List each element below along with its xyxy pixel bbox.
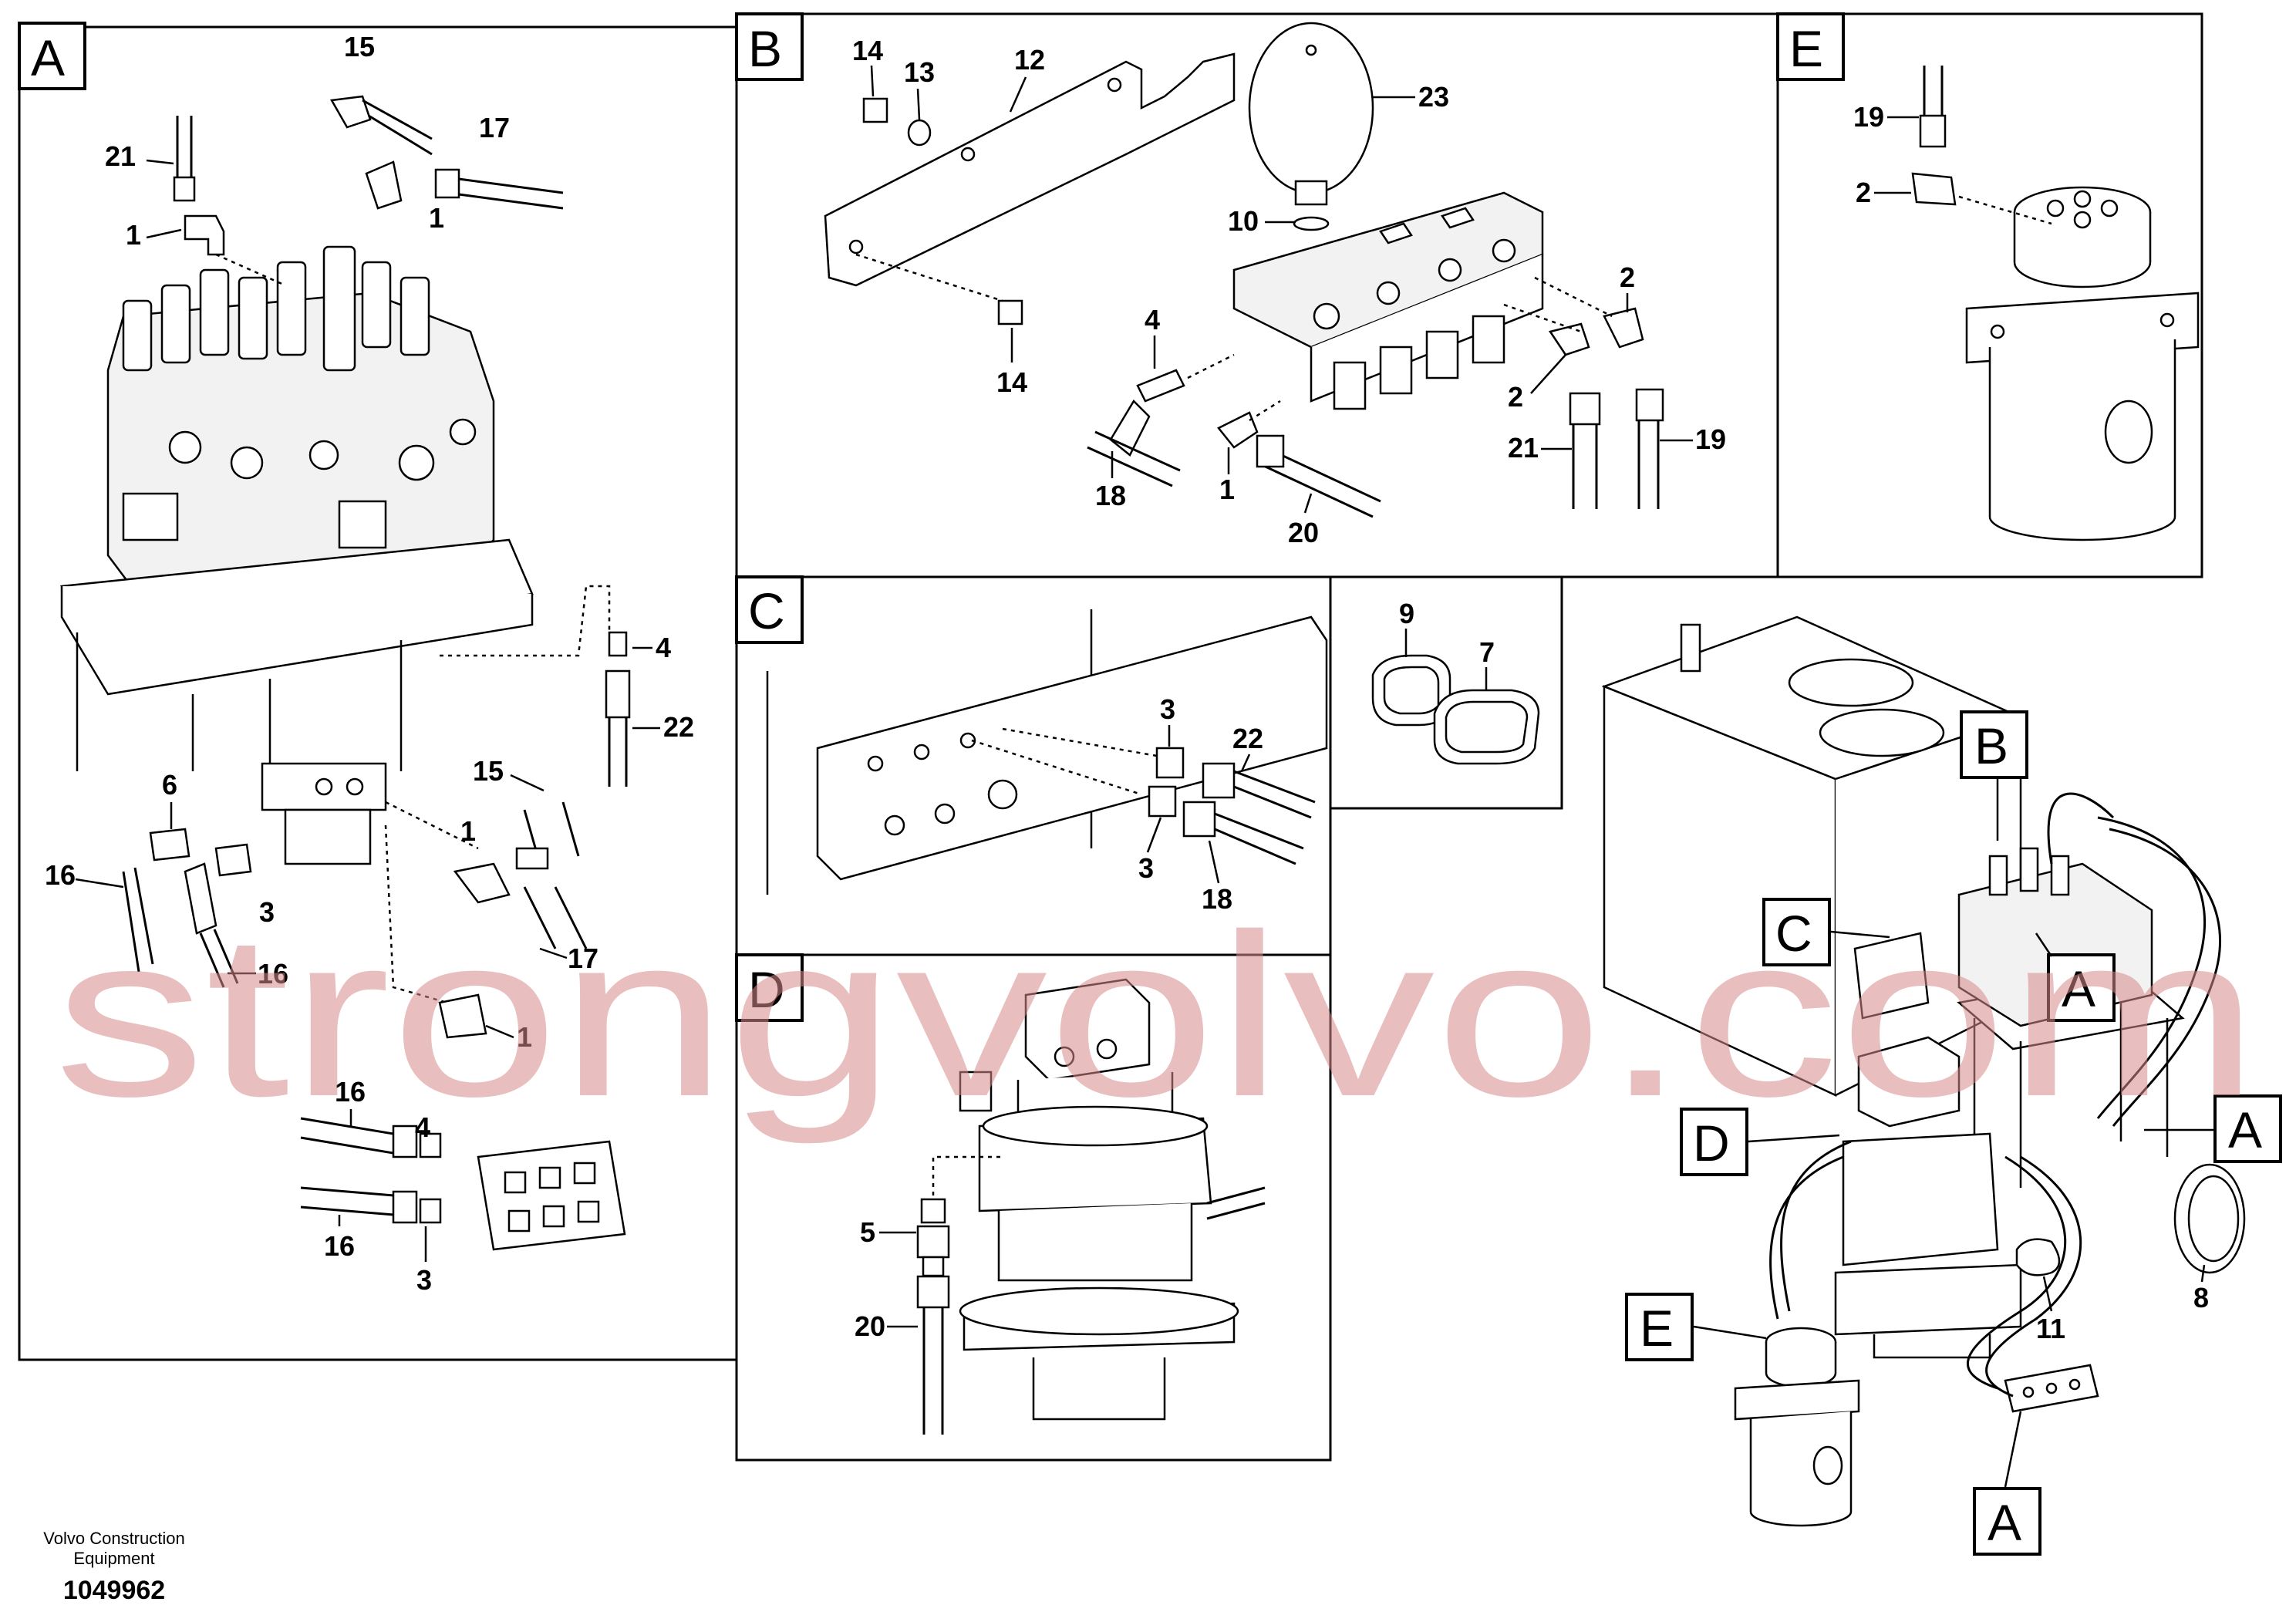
callout-8: 8	[2193, 1282, 2209, 1313]
callout-19: 19	[1853, 101, 1884, 133]
callout-15: 15	[344, 31, 375, 62]
callout-20: 20	[1288, 517, 1319, 548]
footer: Volvo Construction Equipment 1049962	[43, 1529, 184, 1605]
callout-19: 19	[1695, 423, 1726, 455]
callout-10: 10	[1228, 205, 1259, 237]
panel-c-tag: C	[748, 582, 785, 639]
swivel-joint-illustration	[1965, 186, 2200, 541]
overview-swing-motor-illustration	[1834, 1036, 2022, 1359]
overview-swivel-illustration	[1734, 1327, 1860, 1527]
panel-seal: 9 7	[1329, 575, 1563, 810]
distribution-block-illustration	[261, 585, 611, 1004]
panel-a: A	[18, 22, 738, 1361]
callout-1: 1	[1219, 474, 1235, 505]
overview-tag-a: A	[2062, 960, 2095, 1017]
callout-4: 4	[415, 1111, 430, 1143]
accumulator-illustration	[1248, 22, 1374, 231]
callout-12: 12	[1014, 44, 1045, 76]
callout-14: 14	[852, 35, 883, 66]
callout-1: 1	[517, 1021, 532, 1053]
callout-4: 4	[656, 632, 671, 663]
panel-d-fittings	[916, 1155, 1003, 1435]
callout-22: 22	[663, 711, 694, 743]
callout-1: 1	[429, 202, 444, 234]
overview-tag-a: A	[1988, 1494, 2021, 1551]
callout-3: 3	[1138, 852, 1154, 884]
bracket-illustration	[824, 52, 1236, 287]
panel-e: E 19 2	[1776, 12, 2203, 578]
overview-tag-c: C	[1775, 905, 1812, 962]
panel-c-fittings	[971, 727, 1316, 865]
panel-d: D 5 20	[735, 953, 1332, 1462]
overview-hoses	[1769, 792, 2221, 1398]
callout-3: 3	[1160, 693, 1175, 725]
overview-assembly: B C A A D E A 11 8	[1601, 615, 2282, 1556]
callout-23: 23	[1418, 81, 1449, 113]
panel-b: B	[735, 12, 1779, 578]
panel-a-tag: A	[31, 29, 65, 86]
callout-17: 17	[568, 943, 598, 974]
callout-21: 21	[1508, 432, 1539, 464]
callout-2: 2	[1508, 381, 1523, 413]
callout-22: 22	[1232, 723, 1263, 754]
callout-5: 5	[860, 1216, 875, 1248]
solenoid-block-illustration	[1232, 191, 1544, 410]
overview-tags: B C A A D E A	[1625, 710, 2282, 1556]
panel-d-tag: D	[748, 961, 785, 1018]
callout-3: 3	[259, 896, 275, 928]
panel-e-callouts: 19 2	[1853, 101, 1919, 208]
panel-c: C 3 22 3 1	[735, 575, 1332, 956]
callout-14: 14	[996, 366, 1027, 398]
overview-tag-d: D	[1693, 1114, 1730, 1172]
overview-tag-e: E	[1640, 1300, 1674, 1357]
callout-6: 6	[162, 769, 177, 801]
overview-manifold-illustration	[2004, 1364, 2099, 1413]
callout-2: 2	[1620, 261, 1635, 293]
callout-16: 16	[45, 859, 76, 891]
overview-callouts: 11 8	[2036, 1264, 2209, 1344]
callout-17: 17	[479, 112, 510, 143]
panel-b-fittings	[855, 97, 1664, 518]
panel-b-callouts: 14 13 12 23 10 14 4 2 2 21 19 18 1	[852, 35, 1726, 548]
callout-20: 20	[855, 1310, 885, 1342]
callout-11: 11	[2036, 1313, 2065, 1344]
panel-a-callouts: 15 17 21 1 1 4 22 6 15 1 16 3 17 16 1 16	[45, 31, 694, 1296]
footer-company-line1: Volvo Construction	[43, 1529, 184, 1548]
control-valve-illustration	[60, 245, 534, 794]
panel-c-callouts: 3 22 3 18	[1138, 693, 1263, 915]
drawing-number: 1049962	[63, 1576, 165, 1605]
overview-tag-a: A	[2228, 1101, 2262, 1158]
callout-7: 7	[1479, 636, 1495, 668]
callout-1: 1	[460, 815, 476, 847]
panel-e-fittings	[1911, 66, 2052, 225]
plate-illustration	[766, 609, 1328, 895]
callout-21: 21	[105, 140, 136, 172]
callout-16: 16	[335, 1076, 366, 1108]
callout-13: 13	[904, 56, 935, 88]
callout-3: 3	[416, 1264, 432, 1296]
panel-seal-callouts: 9 7	[1399, 598, 1495, 691]
footer-company-line2: Equipment	[73, 1549, 154, 1568]
callout-4: 4	[1145, 304, 1160, 336]
seal-illustration	[1371, 654, 1540, 765]
overview-seal-ring	[2015, 1163, 2246, 1276]
callout-18: 18	[1095, 480, 1126, 511]
callout-16: 16	[324, 1230, 355, 1262]
callout-16: 16	[258, 958, 288, 990]
callout-15: 15	[473, 755, 504, 787]
manifold-subassembly-illustration	[300, 1117, 626, 1251]
panel-e-tag: E	[1789, 20, 1823, 77]
swing-motor-illustration	[959, 978, 1266, 1421]
callout-18: 18	[1202, 883, 1232, 915]
panel-d-callouts: 5 20	[855, 1216, 918, 1342]
callout-9: 9	[1399, 598, 1414, 629]
callout-1: 1	[126, 219, 141, 251]
panel-b-tag: B	[748, 20, 782, 77]
callout-2: 2	[1856, 177, 1871, 208]
watermark: strongvolvo.com	[54, 885, 2260, 1146]
panel-a-fittings	[122, 95, 631, 1039]
overview-tag-b: B	[1974, 717, 2008, 774]
